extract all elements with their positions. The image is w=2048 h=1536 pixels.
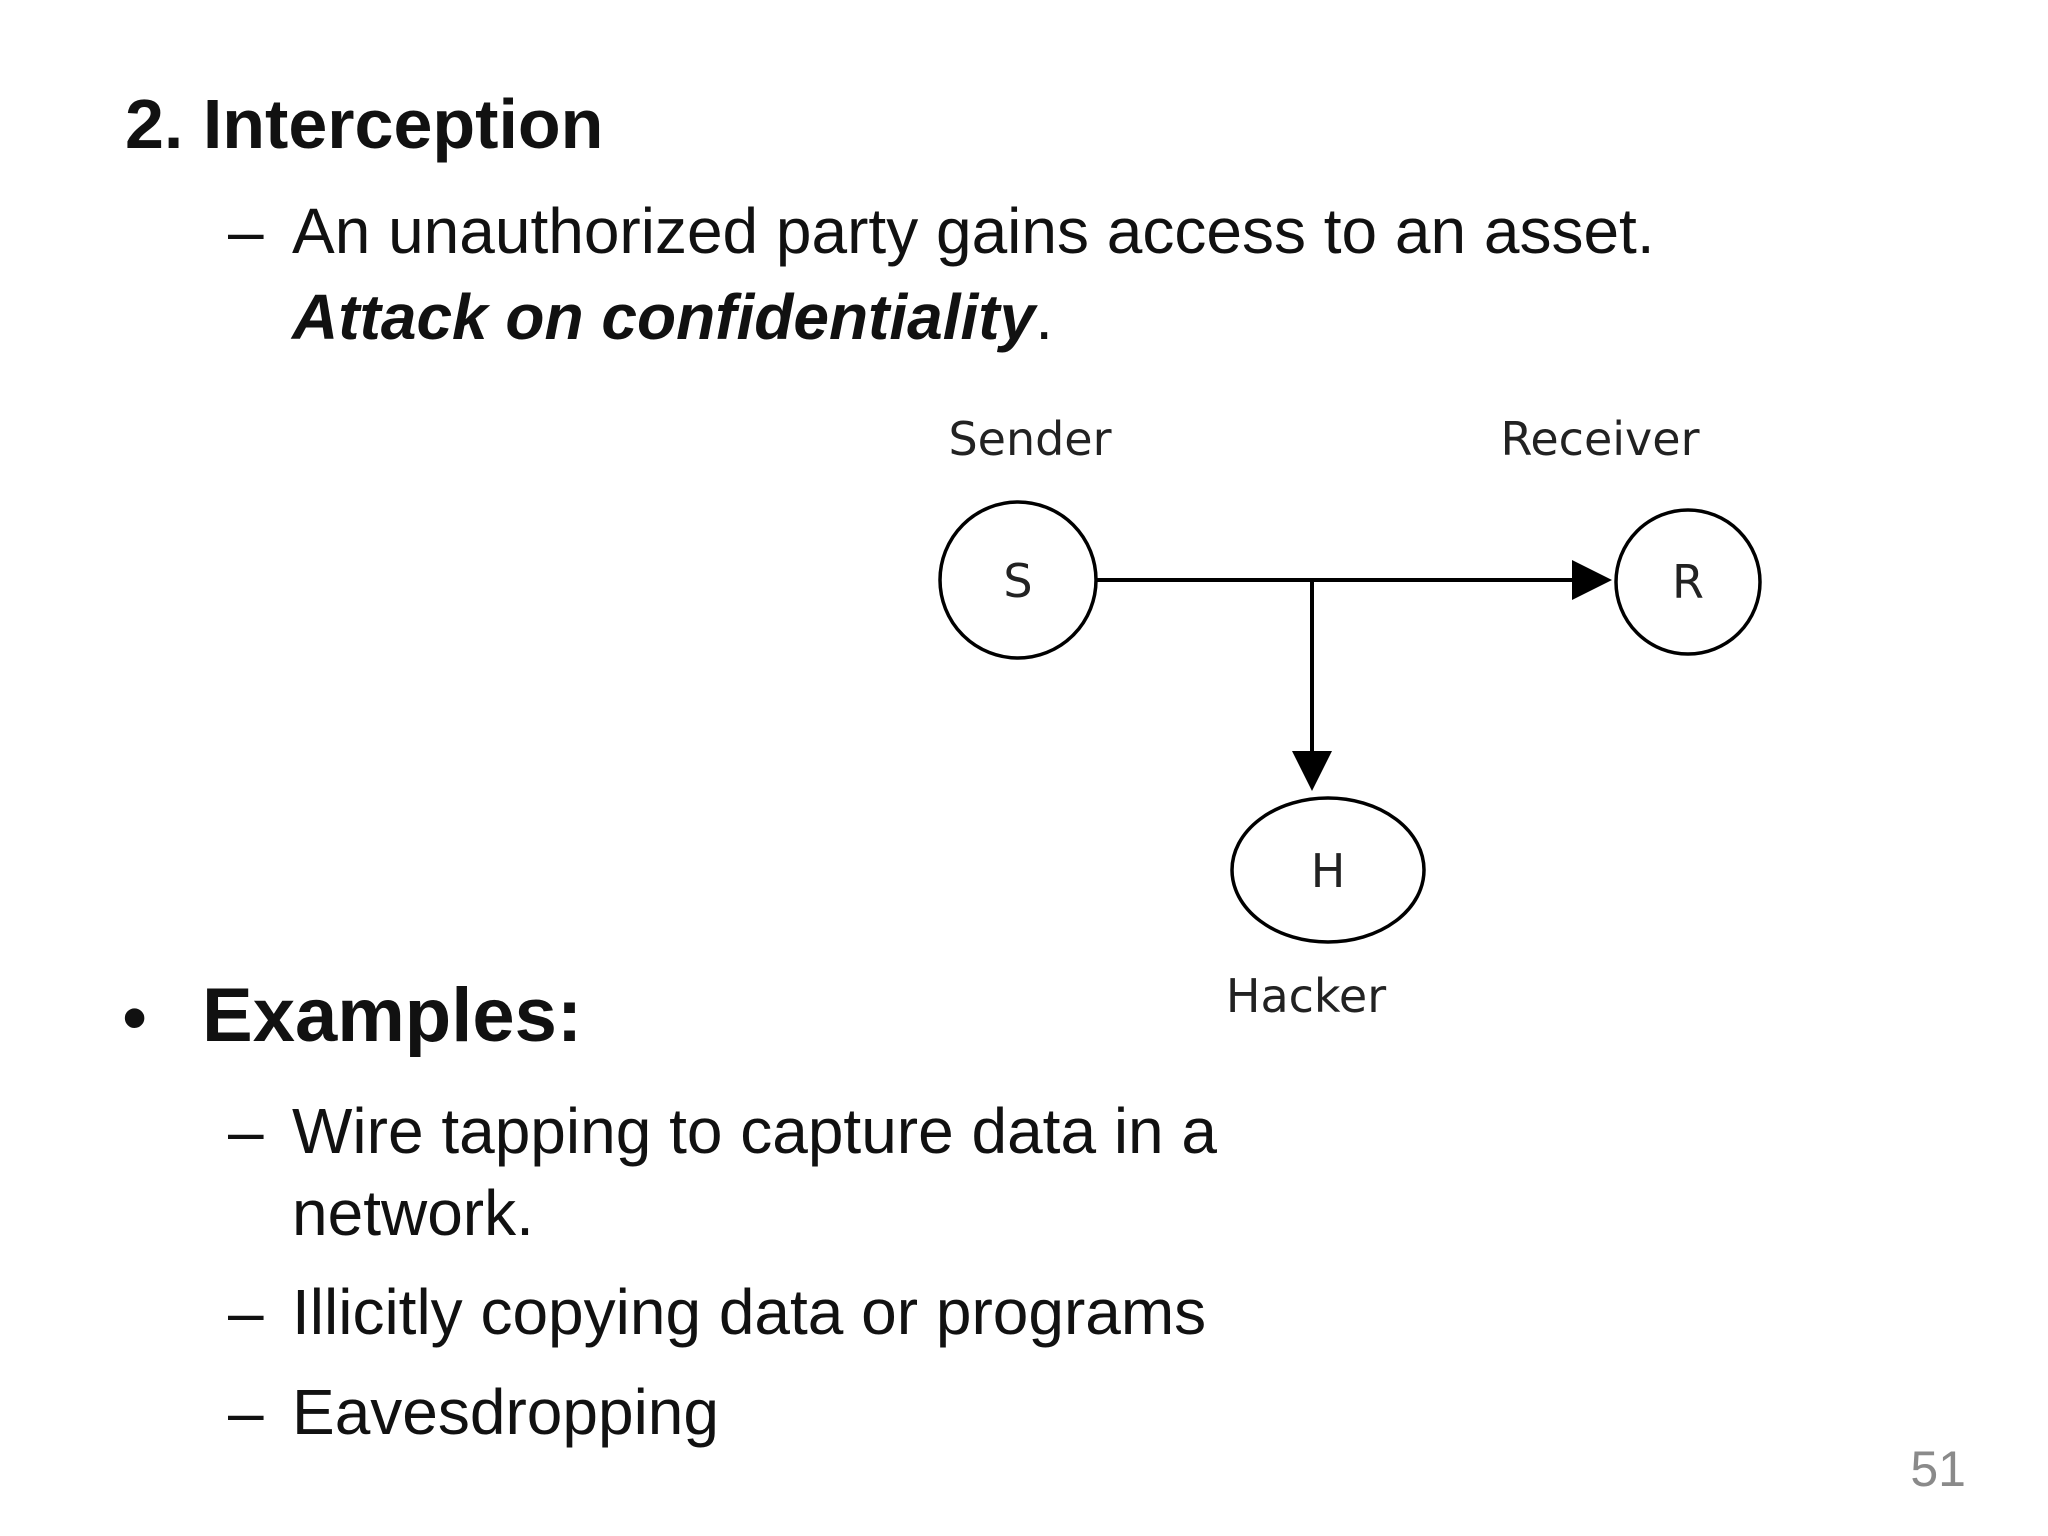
hacker-node (1230, 796, 1426, 944)
example-dash: – (228, 1376, 264, 1448)
intro-text: An unauthorized party gains access to an… (292, 188, 1792, 360)
example-item: Illicitly copying data or programs (292, 1271, 1332, 1353)
intro-period: . (1035, 281, 1053, 353)
receiver-letter: R (1672, 555, 1704, 609)
intro-dash: – (228, 195, 264, 267)
example-item: Eavesdropping (292, 1371, 1332, 1453)
examples-bullet: • (122, 978, 148, 1058)
hacker-label: Hacker (1226, 969, 1386, 1023)
receiver-node (1614, 508, 1762, 656)
receiver-label: Receiver (1500, 412, 1699, 466)
example-line: Eavesdropping (292, 1376, 719, 1448)
intro-line: An unauthorized party gains access to an… (292, 195, 1655, 267)
intro-emphasis: Attack on confidentiality (292, 281, 1036, 353)
sender-label: Sender (948, 412, 1111, 466)
example-dash: – (228, 1276, 264, 1348)
interception-diagram: Sender Receiver S R H Hacker (938, 412, 1762, 1023)
example-item: Wire tapping to capture data in a networ… (292, 1090, 1332, 1254)
examples-heading: Examples: (202, 973, 583, 1058)
sender-letter: S (1003, 554, 1032, 608)
example-line: network. (292, 1177, 534, 1249)
example-line: Wire tapping to capture data in a (292, 1095, 1217, 1167)
hacker-letter: H (1311, 844, 1346, 898)
example-dash: – (228, 1095, 264, 1167)
example-line: Illicitly copying data or programs (292, 1276, 1207, 1348)
slide-title: 2. Interception (125, 85, 604, 163)
page-number: 51 (1910, 1441, 1966, 1497)
